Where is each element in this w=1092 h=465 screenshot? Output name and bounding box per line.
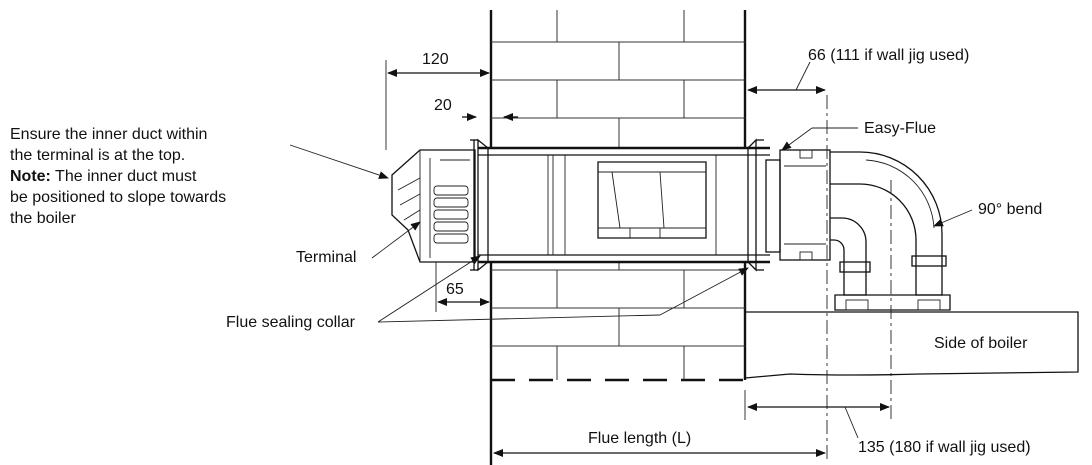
center-lines — [826, 95, 892, 462]
note-line3: the boiler — [10, 210, 76, 227]
flue-sealing-collar-label: Flue sealing collar — [226, 314, 356, 331]
dim-120: 120 — [422, 51, 449, 68]
easy-flue-label: Easy-Flue — [864, 120, 936, 137]
dim-65: 65 — [446, 281, 464, 298]
dimension-lines — [385, 60, 890, 457]
dim-135: 135 (180 if wall jig used) — [858, 439, 1031, 456]
leader-lines — [289, 127, 973, 323]
boiler-side — [744, 311, 1079, 379]
flue-length-label: Flue length (L) — [588, 430, 691, 447]
flue-duct — [470, 138, 770, 272]
note-line2: be positioned to slope towards — [10, 189, 226, 206]
ensure-note-line1: Ensure the inner duct within — [10, 126, 207, 143]
easy-flue-and-bend — [765, 149, 951, 311]
note-bold: Note: — [10, 168, 51, 185]
ensure-note-line2: the terminal is at the top. — [10, 147, 185, 164]
terminal — [391, 149, 476, 263]
labels: 120 20 65 66 (111 if wall jig used) 135 … — [10, 47, 1042, 456]
dim-66: 66 (111 if wall jig used) — [808, 47, 969, 64]
note-line1: Note: The inner duct must — [10, 168, 197, 185]
bend-90-label: 90° bend — [978, 201, 1042, 218]
wall — [489, 10, 747, 465]
note-rest: The inner duct must — [51, 168, 197, 185]
dim-20: 20 — [434, 97, 452, 114]
side-of-boiler-label: Side of boiler — [934, 335, 1028, 352]
terminal-label: Terminal — [296, 249, 356, 266]
